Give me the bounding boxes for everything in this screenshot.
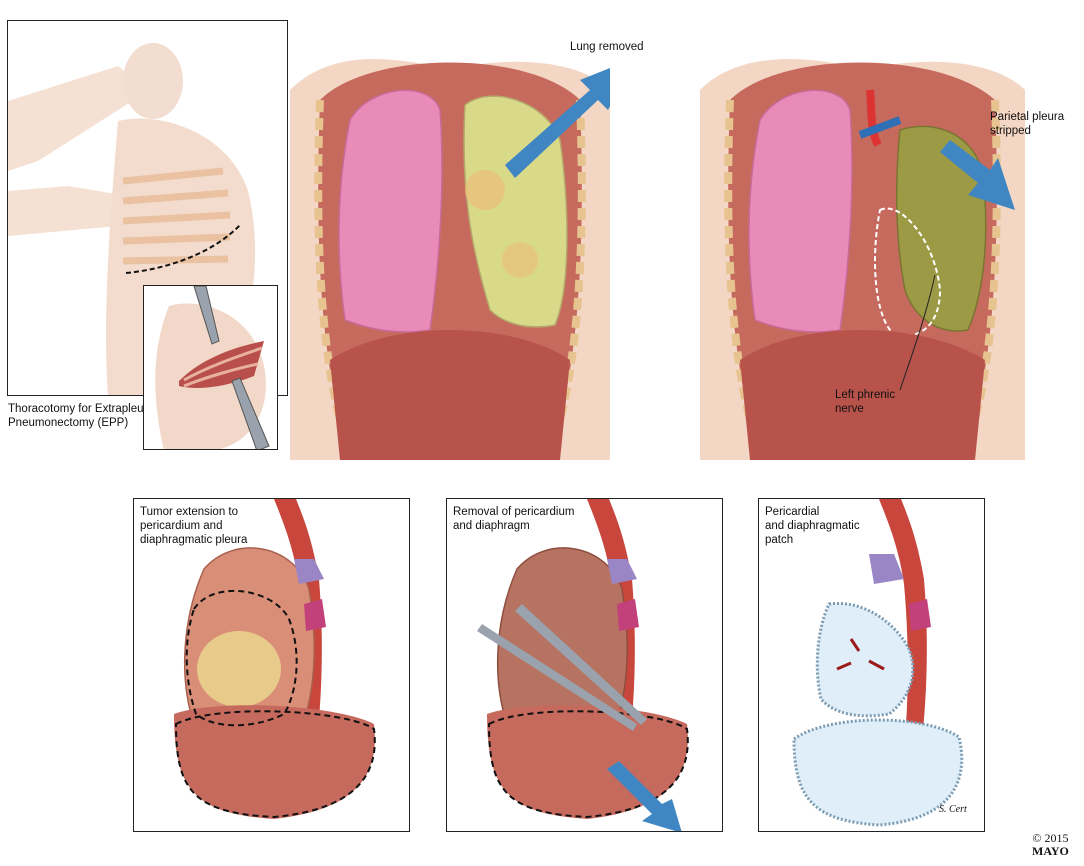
lung-removed-label: Lung removed: [570, 41, 644, 53]
patch-heart-illustration: [792, 499, 964, 827]
pleura-label-line2: stripped: [990, 125, 1031, 137]
phrenic-nerve-label-line2: nerve: [835, 403, 864, 415]
patch-label-line2: and diaphragmatic: [765, 520, 860, 532]
removal-panel: Removal of pericardium and diaphragm: [446, 498, 723, 832]
patch-panel: Pericardial and diaphragmatic patch S. C…: [758, 498, 985, 832]
tumor-label-line2: pericardium and: [140, 520, 223, 532]
thoracotomy-caption-line1: Thoracotomy for Extrapleural: [8, 403, 157, 415]
lung-removed-illustration: [290, 58, 610, 460]
removal-heart-illustration: [477, 499, 689, 831]
tumor-label-line1: Tumor extension to: [140, 506, 239, 518]
removal-label-line2: and diaphragm: [453, 520, 530, 532]
artist-signature: S. Cert: [939, 804, 967, 815]
pleura-label-line1: Parietal pleura: [990, 111, 1065, 123]
incision-illustration: [155, 286, 270, 449]
incision-inset-panel: [143, 285, 278, 450]
tumor-heart-illustration: [174, 499, 376, 819]
tumor-extension-panel: Tumor extension to pericardium and diaph…: [133, 498, 410, 832]
pleura-stripped-illustration: [700, 58, 1025, 460]
phrenic-nerve-label-line1: Left phrenic: [835, 389, 896, 401]
patch-label-line3: patch: [765, 534, 794, 546]
copyright-line1: © 2015: [1032, 831, 1069, 845]
tumor-label-line3: diaphragmatic pleura: [140, 534, 248, 546]
thoracotomy-caption-line2: Pneumonectomy (EPP): [8, 417, 129, 429]
removal-label-line1: Removal of pericardium: [453, 506, 575, 518]
patch-label-line1: Pericardial: [765, 506, 820, 518]
copyright-mark: © 2015 MAYO: [1032, 832, 1069, 858]
copyright-line2: MAYO: [1032, 844, 1069, 858]
